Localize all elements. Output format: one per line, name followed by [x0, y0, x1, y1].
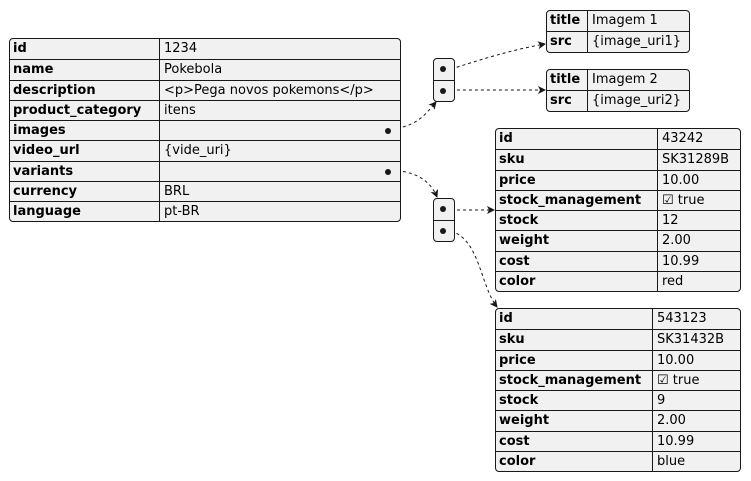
variants-link-dot	[385, 168, 391, 175]
variant-1-link-dot	[440, 206, 446, 212]
product-row-variants: variants	[10, 160, 400, 181]
images-array-node	[433, 58, 455, 102]
link-variant-2	[450, 230, 498, 308]
image-1-row-src: src{image_uri1}	[547, 31, 689, 52]
variant-2-row-stock-management: stock_management☑ true	[496, 369, 740, 390]
images-array-item-1	[434, 59, 454, 80]
image-1-link-dot	[440, 66, 446, 72]
variants-array-item-2	[434, 219, 454, 242]
variant-2-link-dot	[440, 227, 446, 234]
images-array-item-2	[434, 79, 454, 102]
images-link-dot	[385, 128, 391, 134]
product-row-images: images	[10, 120, 400, 141]
product-row-description: description<p>Pega novos pokemons</p>	[10, 79, 400, 100]
image-2-link-dot	[440, 87, 446, 94]
variants-array-item-1	[434, 199, 454, 220]
variant-1-row-stock-management: stock_management☑ true	[496, 189, 740, 210]
variants-array-node	[433, 198, 455, 242]
link-image-1	[450, 41, 546, 70]
image-2-row-src: src{image_uri2}	[547, 90, 689, 111]
product-row-video-url: video_url{vide_uri}	[10, 140, 400, 161]
